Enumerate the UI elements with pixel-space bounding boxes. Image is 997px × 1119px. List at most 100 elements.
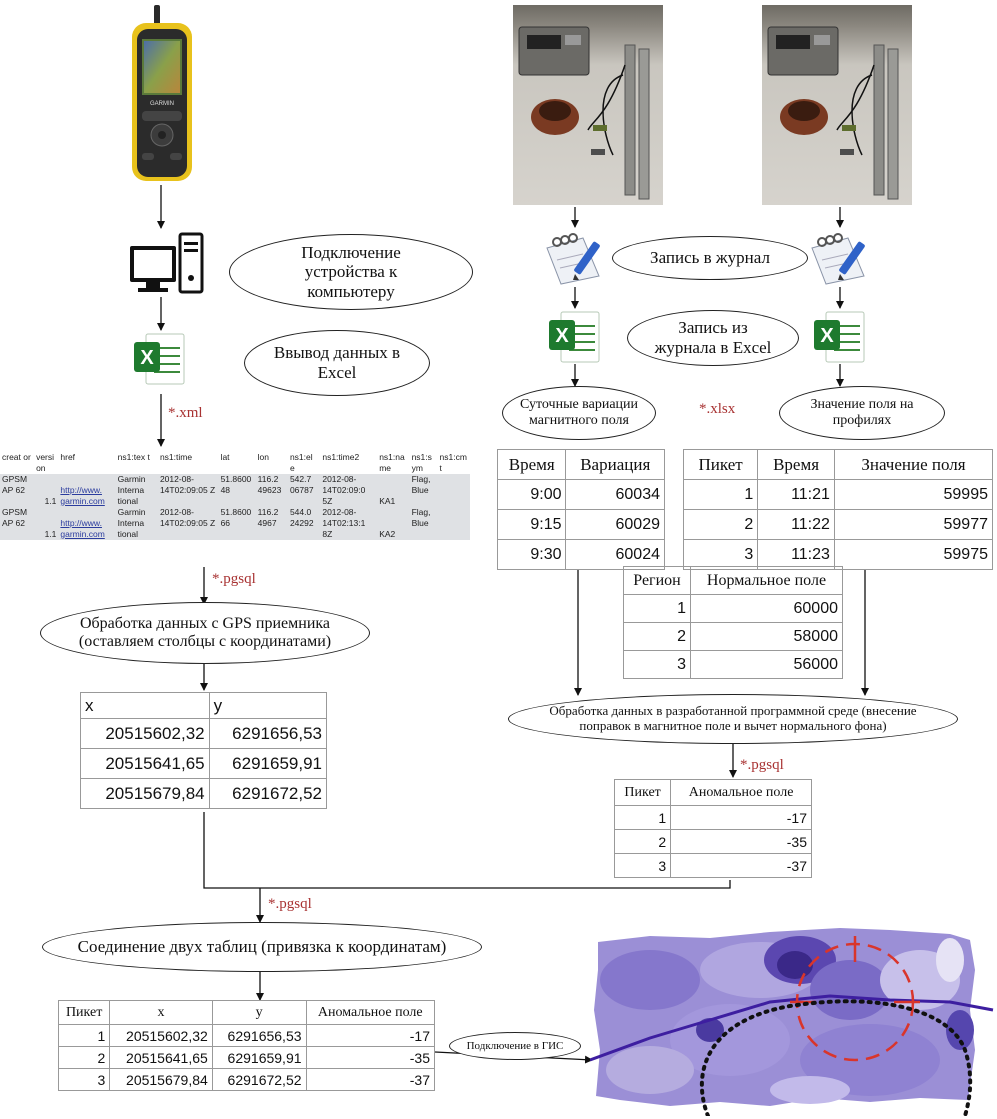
- table-cell: 6291659,91: [211, 1046, 307, 1069]
- table-cell: 9:15: [496, 509, 567, 540]
- header-cell: lon: [255, 452, 288, 474]
- step-excel-input: Ввывод данных в Excel: [244, 330, 430, 396]
- table-cell: 9:00: [496, 479, 567, 510]
- gps-receiver-icon: GARMIN: [132, 5, 192, 181]
- table-cell: 11:23: [757, 539, 835, 570]
- step-profile-field: Значение поля на профилях: [779, 386, 945, 440]
- table-cell: [437, 507, 470, 540]
- table-cell: -17: [305, 1024, 436, 1047]
- table-cell: 2012-08- 14T02:09:0 5Z: [320, 474, 378, 507]
- header-cell: ns1:tex t: [115, 452, 158, 474]
- svg-text:X: X: [140, 347, 154, 369]
- step-software-processing: Обработка данных в разработанной програм…: [508, 694, 958, 744]
- table-cell: Flag, Blue: [409, 507, 438, 540]
- table-cell: 1: [613, 805, 672, 830]
- table-cell: 6291659,91: [208, 748, 328, 779]
- step-join-tables: Соединение двух таблиц (привязка к коорд…: [42, 922, 482, 972]
- table-cell: 51.8600 48: [218, 474, 256, 507]
- table-cell: 20515641,65: [109, 1046, 213, 1069]
- table-cell: -17: [670, 805, 812, 830]
- gps-raw-table: creat or versi on href ns1:tex t ns1:tim…: [0, 452, 470, 540]
- step-gis-connect: Подключение в ГИС: [449, 1032, 581, 1060]
- step-gps-processing: Обработка данных с GPS приемника (оставл…: [40, 602, 370, 664]
- table-row: 1-17: [613, 805, 812, 830]
- table-cell: 6291656,53: [211, 1024, 307, 1047]
- table-cell: 60029: [565, 509, 665, 540]
- table-cell: 6291672,52: [208, 778, 328, 809]
- header-cell: Нормальное поле: [689, 566, 844, 595]
- table-cell: 59995: [833, 479, 994, 510]
- header-cell: y: [208, 692, 328, 719]
- header-cell: ns1:time2: [320, 452, 378, 474]
- table-header-row: Пикет Аномальное поле: [613, 779, 812, 806]
- header-cell: Время: [496, 449, 567, 480]
- notepad-icon: [546, 233, 600, 285]
- table-header-row: Пикет x y Аномальное поле: [57, 1000, 436, 1025]
- header-cell: Аномальное поле: [670, 779, 812, 806]
- table-cell: 59975: [833, 539, 994, 570]
- header-cell: ns1:time: [157, 452, 219, 474]
- table-cell: 51.8600 66: [218, 507, 256, 540]
- table-header-row: creat or versi on href ns1:tex t ns1:tim…: [0, 452, 470, 474]
- header-cell: Пикет: [613, 779, 672, 806]
- table-row: 2-35: [613, 829, 812, 854]
- table-cell: 11:21: [757, 479, 835, 510]
- table-cell: 9:30: [496, 539, 567, 570]
- step-connect-device: Подключение устройства к компьютеру: [229, 234, 473, 310]
- header-cell: Пикет: [57, 1000, 111, 1025]
- table-cell: 116.2 49623: [255, 474, 288, 507]
- table-header-row: x y: [80, 692, 328, 719]
- header-cell: versi on: [34, 452, 59, 474]
- magnetometer-photo: [513, 5, 663, 205]
- header-cell: x: [80, 692, 210, 719]
- device-brand-text: GARMIN: [150, 101, 174, 107]
- header-cell: Аномальное поле: [305, 1000, 436, 1025]
- table-row: 3-37: [613, 853, 812, 878]
- format-pgsql-label-3: *.pgsql: [268, 896, 312, 912]
- table-cell: -35: [670, 829, 812, 854]
- table-cell: -37: [670, 853, 812, 878]
- table-cell: 20515679,84: [109, 1068, 213, 1091]
- step-daily-variation: Суточные вариации магнитного поля: [502, 386, 656, 440]
- table-cell: 3: [682, 539, 759, 570]
- format-xml-label: *.xml: [168, 405, 203, 421]
- excel-icon: X: [134, 333, 185, 385]
- header-cell: ns1:s ym: [409, 452, 438, 474]
- table-cell: 20515602,32: [109, 1024, 213, 1047]
- garmin-link-2[interactable]: http://www. garmin.com: [60, 518, 105, 539]
- computer-icon: [130, 232, 204, 294]
- garmin-link[interactable]: http://www. garmin.com: [60, 485, 105, 506]
- table-cell: 2012-08- 14T02:09:05 Z: [157, 474, 219, 507]
- header-cell: Пикет: [682, 449, 759, 480]
- svg-text:X: X: [820, 325, 834, 347]
- table-cell: [437, 474, 470, 507]
- header-cell: ns1:cm t: [437, 452, 470, 474]
- header-cell: Вариация: [565, 449, 665, 480]
- table-cell: 20515679,84: [80, 778, 210, 809]
- header-cell: href: [58, 452, 116, 474]
- table-cell: 59977: [833, 509, 994, 540]
- table-cell: -37: [305, 1068, 436, 1091]
- table-cell: 56000: [689, 650, 844, 679]
- excel-icon-3: X: [814, 311, 865, 363]
- header-cell: x: [109, 1000, 213, 1025]
- map-image: [590, 928, 994, 1116]
- table-header-row: Время Вариация: [496, 449, 665, 480]
- table-cell: http://www. garmin.com: [58, 474, 116, 507]
- table-cell: 20515602,32: [80, 718, 210, 749]
- header-cell: Время: [757, 449, 835, 480]
- table-row: GPSM AP 62 1.1 http://www. garmin.com Ga…: [0, 474, 470, 507]
